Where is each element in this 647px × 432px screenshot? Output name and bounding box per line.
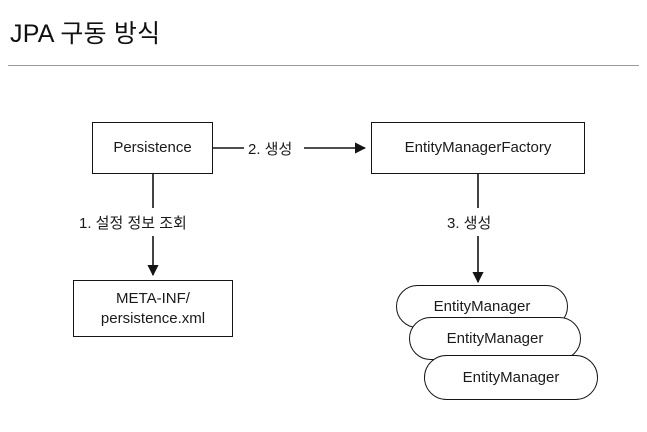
node-entity-manager-factory: EntityManagerFactory: [371, 122, 585, 174]
edge-label-step-1: 1. 설정 정보 조회: [76, 212, 190, 233]
edge-label-step-2: 2. 생성: [245, 138, 296, 159]
diagram-connectors: [147, 142, 484, 284]
node-entity-manager-2-label: EntityManager: [446, 330, 544, 347]
node-persistence-label: Persistence: [113, 138, 192, 156]
node-entity-manager-factory-label: EntityManagerFactory: [404, 138, 552, 156]
diagram-canvas: Persistence EntityManagerFactory META-IN…: [0, 70, 647, 432]
node-entity-manager-2: EntityManager: [409, 317, 581, 360]
node-entity-manager-3: EntityManager: [424, 355, 598, 400]
node-meta-inf-line2: persistence.xml: [100, 309, 206, 327]
node-entity-manager-1-label: EntityManager: [433, 298, 531, 315]
page-title: JPA 구동 방식: [10, 20, 161, 48]
node-persistence: Persistence: [92, 122, 213, 174]
node-meta-inf: META-INF/ persistence.xml: [73, 280, 233, 337]
node-entity-manager-3-label: EntityManager: [462, 369, 560, 386]
title-divider: [8, 65, 639, 66]
edge-label-step-3: 3. 생성: [444, 212, 495, 233]
node-meta-inf-line1: META-INF/: [116, 290, 190, 307]
